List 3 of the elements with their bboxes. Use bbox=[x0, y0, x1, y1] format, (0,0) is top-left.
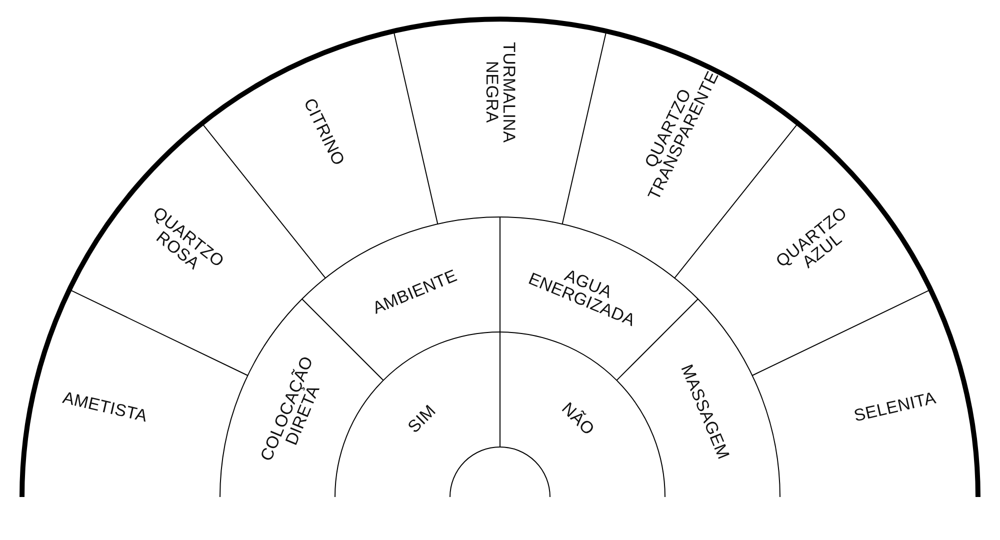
sector-label: SIM bbox=[405, 402, 440, 436]
sector-label: SELENITA bbox=[852, 389, 938, 425]
sector-label: TURMALINA NEGRA bbox=[482, 42, 518, 142]
